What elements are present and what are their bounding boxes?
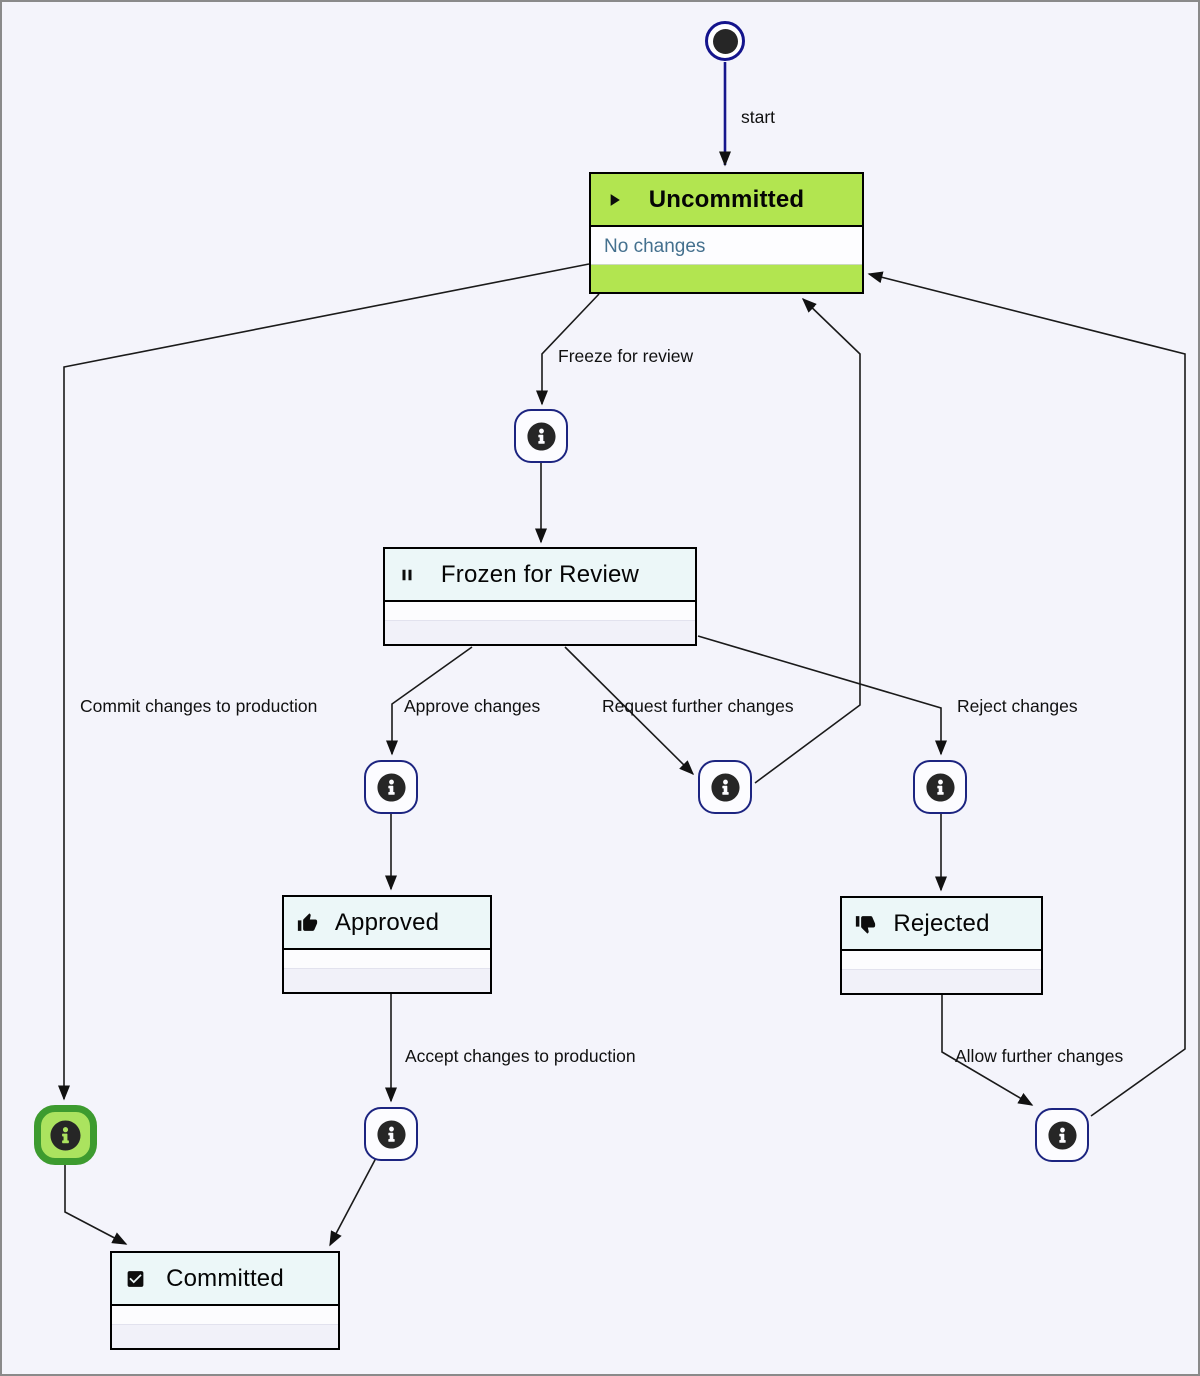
edge-accept-2: [329, 1157, 377, 1247]
state-committed-title: Committed: [166, 1264, 284, 1292]
state-uncommitted[interactable]: Uncommitted No changes: [589, 172, 864, 294]
edge-allow-1: [941, 995, 1034, 1106]
state-frozen-footer: [385, 619, 695, 644]
state-approved-header: Approved: [284, 897, 490, 950]
label-allow-further-changes: Allow further changes: [955, 1046, 1124, 1066]
transition-node-reject[interactable]: [913, 760, 967, 814]
info-icon: [925, 772, 955, 802]
state-approved-footer: [284, 967, 490, 992]
info-icon: [1047, 1120, 1077, 1150]
state-committed-body: [112, 1306, 338, 1348]
state-approved-title: Approved: [334, 908, 440, 936]
state-uncommitted-footer: [591, 264, 862, 292]
transition-node-freeze[interactable]: [514, 409, 568, 463]
info-icon: [526, 421, 556, 451]
label-approve-changes: Approve changes: [404, 696, 541, 716]
state-rejected-footer: [842, 968, 1041, 993]
thumbs-up-icon: [297, 912, 318, 933]
play-icon: [604, 190, 624, 210]
transition-node-allow[interactable]: [1035, 1108, 1089, 1162]
state-approved[interactable]: Approved: [282, 895, 492, 994]
edge-commit-2: [64, 1165, 128, 1245]
transition-node-request[interactable]: [698, 760, 752, 814]
state-rejected-body: [842, 951, 1041, 993]
state-uncommitted-activity[interactable]: No changes: [591, 227, 862, 267]
info-icon: [376, 1119, 406, 1149]
transition-node-commit-active[interactable]: [34, 1105, 97, 1165]
state-committed[interactable]: Committed: [110, 1251, 340, 1350]
transition-node-approve[interactable]: [364, 760, 418, 814]
state-rejected[interactable]: Rejected: [840, 896, 1043, 995]
edge-approve-1: [386, 646, 473, 756]
edge-freeze-1: [536, 293, 600, 406]
check-square-icon: [125, 1268, 146, 1289]
state-rejected-title: Rejected: [893, 909, 990, 937]
thumbs-down-icon: [855, 913, 876, 934]
state-frozen-title: Frozen for Review: [440, 560, 640, 588]
state-frozen-body: [385, 602, 695, 644]
edge-request-1: [564, 646, 695, 776]
state-uncommitted-title: Uncommitted: [648, 185, 805, 213]
info-icon: [50, 1119, 81, 1151]
transition-node-accept[interactable]: [364, 1107, 418, 1161]
start-node[interactable]: [705, 21, 745, 61]
info-icon: [376, 772, 406, 802]
label-request-further-changes: Request further changes: [602, 696, 794, 716]
label-accept-changes: Accept changes to production: [405, 1046, 636, 1066]
label-commit-changes: Commit changes to production: [80, 696, 318, 716]
state-committed-footer: [112, 1323, 338, 1348]
state-rejected-header: Rejected: [842, 898, 1041, 951]
state-frozen-for-review[interactable]: Frozen for Review: [383, 547, 697, 646]
state-uncommitted-header: Uncommitted: [591, 174, 862, 227]
info-icon: [710, 772, 740, 802]
state-approved-body: [284, 950, 490, 992]
start-node-dot: [712, 28, 738, 54]
label-reject-changes: Reject changes: [957, 696, 1078, 716]
label-start: start: [741, 107, 776, 127]
edge-allow-2: [867, 271, 1186, 1117]
edge-reject-1: [697, 635, 947, 756]
edge-commit-1: [58, 263, 590, 1101]
state-frozen-header: Frozen for Review: [385, 549, 695, 602]
label-freeze-for-review: Freeze for review: [558, 346, 694, 366]
pause-icon: [398, 566, 416, 584]
state-committed-header: Committed: [112, 1253, 338, 1306]
edge-request-2: [754, 297, 861, 784]
